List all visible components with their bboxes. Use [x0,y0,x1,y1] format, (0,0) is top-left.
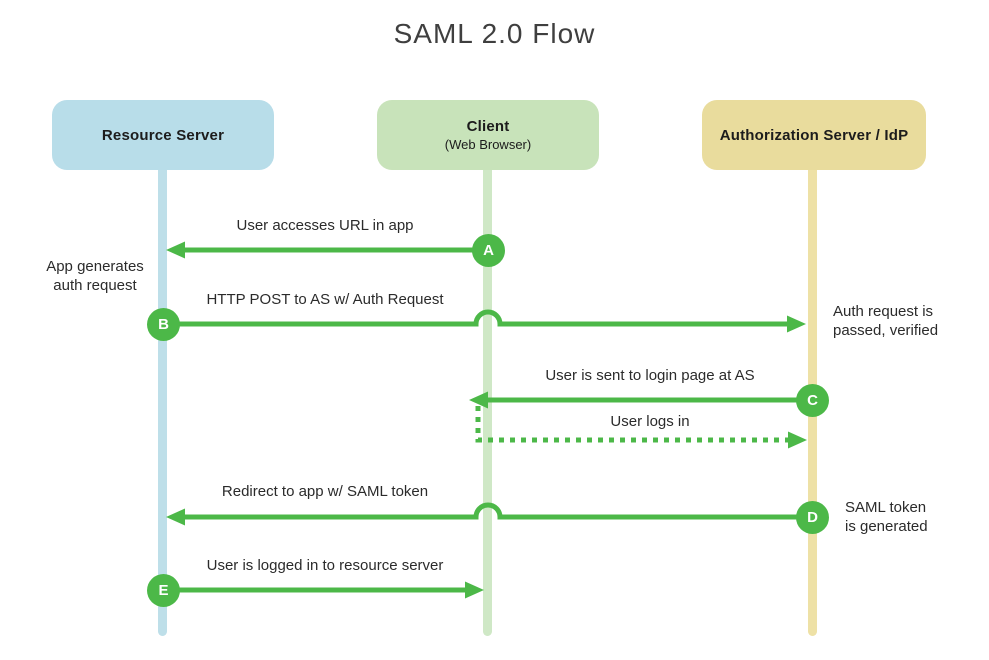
arrow-e-right-arrowhead-icon [465,581,484,599]
arrow-a [166,241,488,259]
note-line: SAML token [845,499,927,516]
message-label-c: User is sent to login page at AS [545,367,755,384]
lane-header-authorization-server: Authorization Server / IdP [702,100,926,170]
note-line: passed, verified [833,322,939,339]
step-badge-e: E [147,574,180,607]
lifeline-resource-server [158,170,167,636]
note-line: App generates [46,258,144,275]
arrow-c [469,391,812,409]
step-badge-a: A [472,234,505,267]
lane-title-client: Client [466,118,510,135]
note-line: Auth request is [833,303,934,320]
message-label-user-logs-in: User logs in [610,413,690,430]
message-label-a: User accesses URL in app [236,217,414,234]
lane-title-authorization-server: Authorization Server / IdP [719,126,909,144]
note-auth-request-passed-verified: Auth request is passed, verified [833,302,938,340]
arrow-b-right-arrowhead-icon [787,315,806,333]
message-label-d: Redirect to app w/ SAML token [221,483,429,500]
lane-subtitle-client: (Web Browser) [444,137,532,152]
arrow-d-left-arrowhead-icon [166,508,185,526]
note-saml-token-generated: SAML token is generated [845,498,928,536]
lane-title-resource-server: Resource Server [101,126,225,144]
step-badge-c: C [796,384,829,417]
note-line: is generated [845,518,928,535]
arrow-d-line-with-hop [185,502,812,520]
step-badge-d: D [796,501,829,534]
arrow-b-line-with-hop [163,309,788,327]
lane-header-client: Client (Web Browser) [377,100,599,170]
step-badge-b: B [147,308,180,341]
arrow-e [163,581,484,599]
note-line: auth request [53,277,137,294]
message-label-e: User is logged in to resource server [206,557,444,574]
arrow-a-left-arrowhead-icon [166,241,185,259]
diagram-title: SAML 2.0 Flow [393,18,596,49]
message-label-b: HTTP POST to AS w/ Auth Request [206,291,444,308]
lane-header-resource-server: Resource Server [52,100,274,170]
arrow-user-logs-in-right-arrowhead-icon [788,431,807,449]
note-app-generates-auth-request: App generates auth request [46,257,144,295]
